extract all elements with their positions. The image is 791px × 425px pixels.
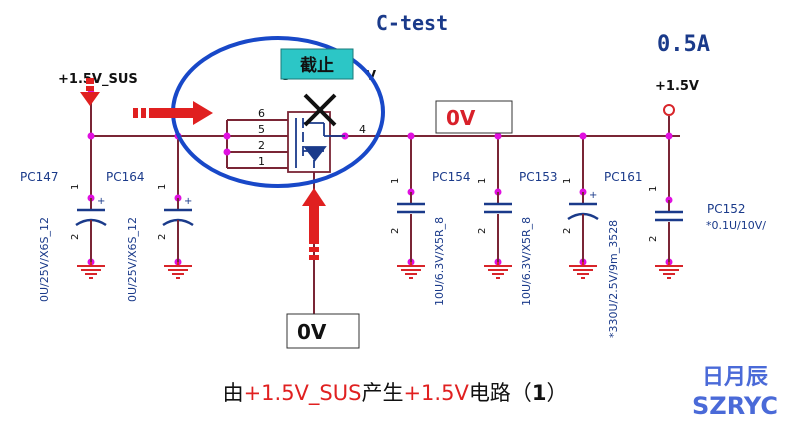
state-label: 截止 (300, 55, 334, 76)
watermark-cn: 日月辰 (702, 364, 768, 390)
caption-part2: +1.5V_SUS (244, 381, 362, 406)
cap-ref-label: PC154 (432, 170, 471, 184)
right-arrow-icon (133, 101, 213, 125)
caption-part5: 电路（ (469, 381, 532, 405)
watermark-en: SZRYC (692, 392, 778, 420)
rail-in-label: +1.5V_SUS (58, 72, 138, 87)
out-voltage-box (435, 100, 513, 134)
capacitor-2-icon: +1 2 PC164 0U/25V/X6S_12 (106, 170, 194, 302)
cap-value-label: *330U/2.5V/9m_3528 (607, 220, 620, 338)
capacitor-1-icon: +1 2 PC147 0U/25V/X6S_12 (20, 170, 107, 302)
pin-2-label: 2 (258, 139, 265, 152)
cap-pin1-label: 1 (157, 184, 168, 190)
caption-part4: +1.5V (403, 381, 469, 405)
up-arrow-icon (302, 188, 326, 260)
main-wire (90, 93, 680, 318)
current-label: 0.5A (657, 32, 710, 57)
cap-pin1-label: 1 (648, 186, 659, 192)
pin-4-label: 4 (359, 123, 366, 136)
cap-pin2-label: 2 (70, 234, 81, 240)
caption: 由+1.5V_SUS产生+1.5V电路（1） (223, 381, 568, 406)
caption-part1: 由 (223, 381, 244, 405)
capacitor-6-icon: 1 2 PC152 *0.1U/10V/ (648, 186, 766, 279)
cap-pin1-label: 1 (562, 178, 573, 184)
gate-voltage-box (286, 313, 360, 349)
capacitor-4-icon: 1 2 PC153 10U/6.3V/X5R_8 (477, 170, 558, 306)
pin-6-label: 6 (258, 107, 265, 120)
capacitor-5-icon: +1 2 PC161 *330U/2.5V/9m_3528 (562, 170, 643, 338)
capacitor-3-icon: 1 2 PC154 10U/6.3V/X5R_8 (390, 170, 471, 306)
caption-part3: 产生 (361, 381, 403, 405)
cap-value-label: 10U/6.3V/X5R_8 (433, 217, 446, 306)
cap-pin2-label: 2 (477, 228, 488, 234)
cap-ref-label: PC152 (707, 202, 746, 216)
pin-1-label: 1 (258, 155, 265, 168)
mosfet-icon (287, 111, 345, 173)
polarity-plus-label: + (589, 190, 597, 201)
diagram-title: C-test (376, 11, 448, 35)
cap-value-label: *0.1U/10V/ (706, 219, 766, 232)
state-box (280, 48, 354, 80)
cap-value-label: 0U/25V/X6S_12 (38, 217, 51, 302)
cap-pin2-label: 2 (157, 234, 168, 240)
capacitor-group: +1 2 PC147 0U/25V/X6S_12 +1 2 PC164 0U/25V/X6S_… (20, 170, 766, 338)
out-voltage-reading: 0V (446, 106, 476, 130)
gate-voltage-reading: 0V (297, 320, 327, 344)
cap-pin1-label: 1 (70, 184, 81, 190)
cap-pin1-label: 1 (390, 178, 401, 184)
pin-5-label: 5 (258, 123, 265, 136)
cap-value-label: 0U/25V/X6S_12 (126, 217, 139, 302)
caption-part7: ） (546, 381, 567, 405)
caption-part6: 1 (532, 381, 547, 405)
cap-ref-label: PC164 (106, 170, 145, 184)
off-cross-icon (303, 93, 337, 127)
cap-pin2-label: 2 (562, 228, 573, 234)
output-terminal-icon (663, 104, 675, 116)
cap-value-label: 10U/6.3V/X5R_8 (520, 217, 533, 306)
down-arrow-icon (80, 78, 100, 106)
polarity-plus-label: + (97, 196, 105, 207)
rail-out-label: +1.5V (655, 79, 699, 94)
cap-pin1-label: 1 (477, 178, 488, 184)
cap-ref-label: PC161 (604, 170, 643, 184)
cap-pin2-label: 2 (648, 236, 659, 242)
polarity-plus-label: + (184, 196, 192, 207)
cap-pin2-label: 2 (390, 228, 401, 234)
cap-ref-label: PC153 (519, 170, 558, 184)
cap-ref-label: PC147 (20, 170, 59, 184)
